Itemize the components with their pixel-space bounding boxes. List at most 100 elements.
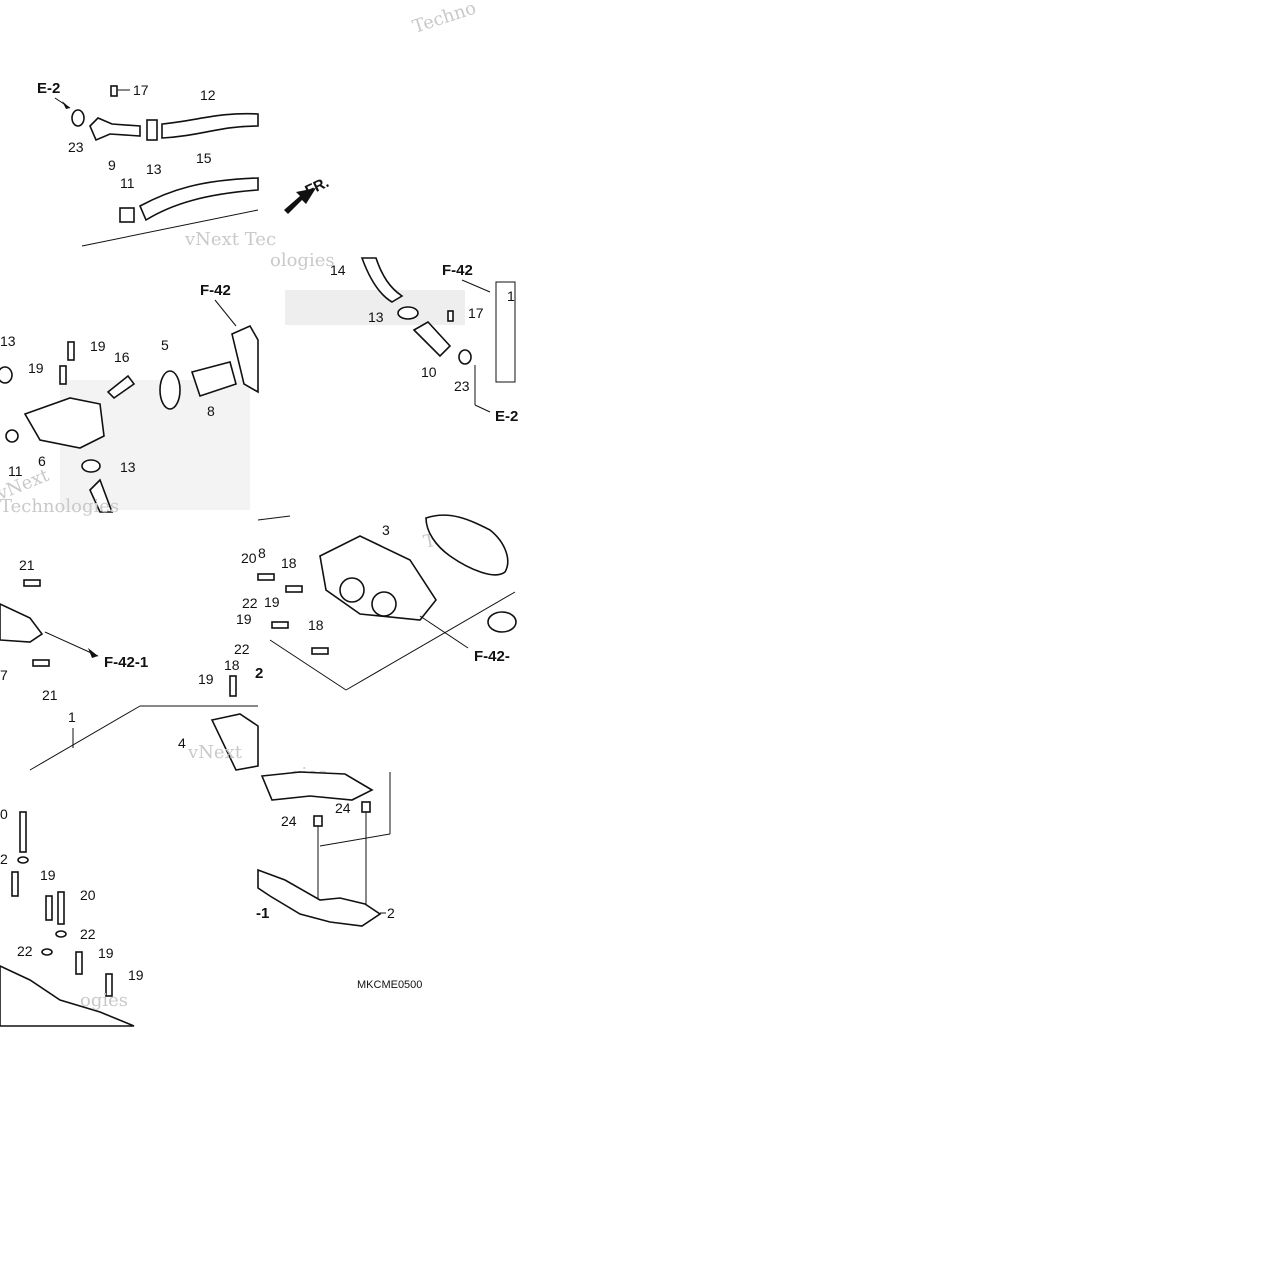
callout-24[interactable]: 24 — [281, 813, 297, 829]
callout-19[interactable]: 19 — [264, 594, 280, 610]
watermark: Techno — [410, 0, 479, 38]
callout-23[interactable]: 23 — [68, 139, 84, 155]
watermark: vNext — [187, 742, 243, 763]
ref-cut-2[interactable]: 2 — [255, 665, 263, 682]
ref-e2-right[interactable]: E-2 — [495, 408, 518, 425]
callout-3[interactable]: 3 — [382, 522, 390, 538]
callout-12[interactable]: 12 — [200, 87, 216, 103]
callout-15[interactable]: 15 — [196, 150, 212, 166]
callout-21[interactable]: 21 — [19, 557, 35, 573]
leader-line — [419, 615, 469, 649]
callout-9[interactable]: 9 — [108, 157, 116, 173]
callout-19[interactable]: 19 — [28, 360, 44, 376]
callout-18[interactable]: 18 — [308, 617, 324, 633]
lower-hose-part — [138, 177, 259, 222]
callout-11[interactable]: 11 — [120, 175, 135, 191]
callout-13[interactable]: 13 — [368, 309, 384, 325]
bolt-18b-part — [311, 647, 329, 655]
callout-10[interactable]: 10 — [421, 364, 437, 380]
leader-line — [44, 631, 99, 657]
elbow-pipe-part — [89, 117, 141, 142]
callout-7[interactable]: 7 — [0, 667, 8, 683]
callout-22[interactable]: 22 — [80, 926, 96, 942]
bolt-19h-part — [105, 973, 113, 997]
callout-8[interactable]: 8 — [258, 545, 266, 561]
callout-13[interactable]: 13 — [120, 459, 136, 475]
pump-gasket-tile: gies 24 24 2 -1 MKCME0500 — [256, 764, 422, 991]
callout-13[interactable]: 13 — [146, 161, 162, 177]
shading-area — [285, 290, 465, 325]
callout-20[interactable]: 20 — [80, 887, 96, 903]
bolt-21b-part — [32, 659, 50, 667]
callout-19[interactable]: 19 — [90, 338, 106, 354]
callout-16[interactable]: 16 — [114, 349, 130, 365]
o-ring-23-part — [458, 349, 472, 365]
callout-1[interactable]: 1 — [68, 709, 76, 725]
callout-1[interactable]: 1 — [507, 288, 515, 304]
bolt-20-part — [57, 891, 65, 925]
clamp-part — [0, 366, 13, 384]
thermostat-housing-tile: F-42 13 19 19 16 5 8 11 6 13 vNext Techn… — [0, 282, 259, 517]
ref-e2-top[interactable]: E-2 — [37, 80, 60, 97]
callout-2[interactable]: 2 — [0, 851, 8, 867]
callout-5[interactable]: 5 — [161, 337, 169, 353]
callout-6[interactable]: 6 — [38, 453, 46, 469]
frame-line — [257, 515, 291, 521]
right-hose-tile: ologies 14 13 17 10 23 E-2 F-42 1 — [270, 250, 518, 425]
callout-19[interactable]: 19 — [40, 867, 56, 883]
frame-line — [29, 705, 141, 771]
bolt-19f-part — [45, 895, 53, 921]
callout-18[interactable]: 18 — [281, 555, 297, 571]
ref-f421-right[interactable]: F-42- — [474, 648, 510, 665]
callout-2[interactable]: 2 — [387, 905, 395, 921]
clamp-11-part — [5, 429, 19, 443]
clamp-13-part — [397, 306, 419, 320]
watermark: ologies — [270, 250, 335, 271]
callout-24[interactable]: 24 — [335, 800, 351, 816]
leader-line — [214, 299, 237, 327]
callout-19[interactable]: 19 — [236, 611, 252, 627]
watermark: ogies — [80, 990, 128, 1011]
callout-21[interactable]: 21 — [42, 687, 58, 703]
washer-part — [41, 948, 53, 956]
callout-22[interactable]: 22 — [234, 641, 250, 657]
callout-22[interactable]: 22 — [242, 595, 258, 611]
washer-part — [55, 930, 67, 938]
sensor-16-part — [106, 374, 136, 400]
callout-8[interactable]: 8 — [207, 403, 215, 419]
arrow-head — [88, 648, 98, 658]
bottom-left-bolts-tile: 0 2 19 20 22 22 19 19 ogies — [0, 806, 144, 1027]
callout-17[interactable]: 17 — [133, 82, 149, 98]
callout-19[interactable]: 19 — [98, 945, 114, 961]
ref-f421-bottom[interactable]: -1 — [256, 905, 269, 922]
callout-19[interactable]: 19 — [198, 671, 214, 687]
callout-18[interactable]: 18 — [224, 657, 240, 673]
ref-f421-left[interactable]: F-42-1 — [104, 654, 148, 671]
bolt-part — [11, 871, 19, 897]
callout-13[interactable]: 13 — [0, 333, 16, 349]
hose-assembly-tile: Techno E-2 23 17 9 13 12 15 11 vNext Tec… — [37, 0, 479, 250]
callout-22[interactable]: 22 — [17, 943, 33, 959]
watermark: Technologies — [0, 496, 119, 517]
callout-23[interactable]: 23 — [454, 378, 470, 394]
arrow-head — [62, 101, 70, 109]
callout-17[interactable]: 17 — [468, 305, 484, 321]
clamp-part — [119, 207, 135, 223]
callout-14[interactable]: 14 — [330, 262, 346, 278]
shading-area — [60, 380, 250, 510]
ref-f42-mid[interactable]: F-42 — [200, 282, 231, 299]
callout-19[interactable]: 19 — [128, 967, 144, 983]
o-ring-part — [71, 109, 85, 127]
outlet-cover-part — [231, 324, 259, 394]
bolt-19-part — [67, 341, 75, 361]
pump-gasket-part — [257, 868, 382, 927]
ref-f42-right[interactable]: F-42 — [442, 262, 473, 279]
callout-10[interactable]: 0 — [0, 806, 8, 822]
upper-hose-part — [161, 112, 259, 139]
callout-4[interactable]: 4 — [178, 735, 186, 751]
callout-20[interactable]: 20 — [241, 550, 257, 566]
bolt-19g-part — [75, 951, 83, 975]
callout-11[interactable]: 11 — [8, 463, 23, 479]
leader-line — [474, 404, 491, 413]
